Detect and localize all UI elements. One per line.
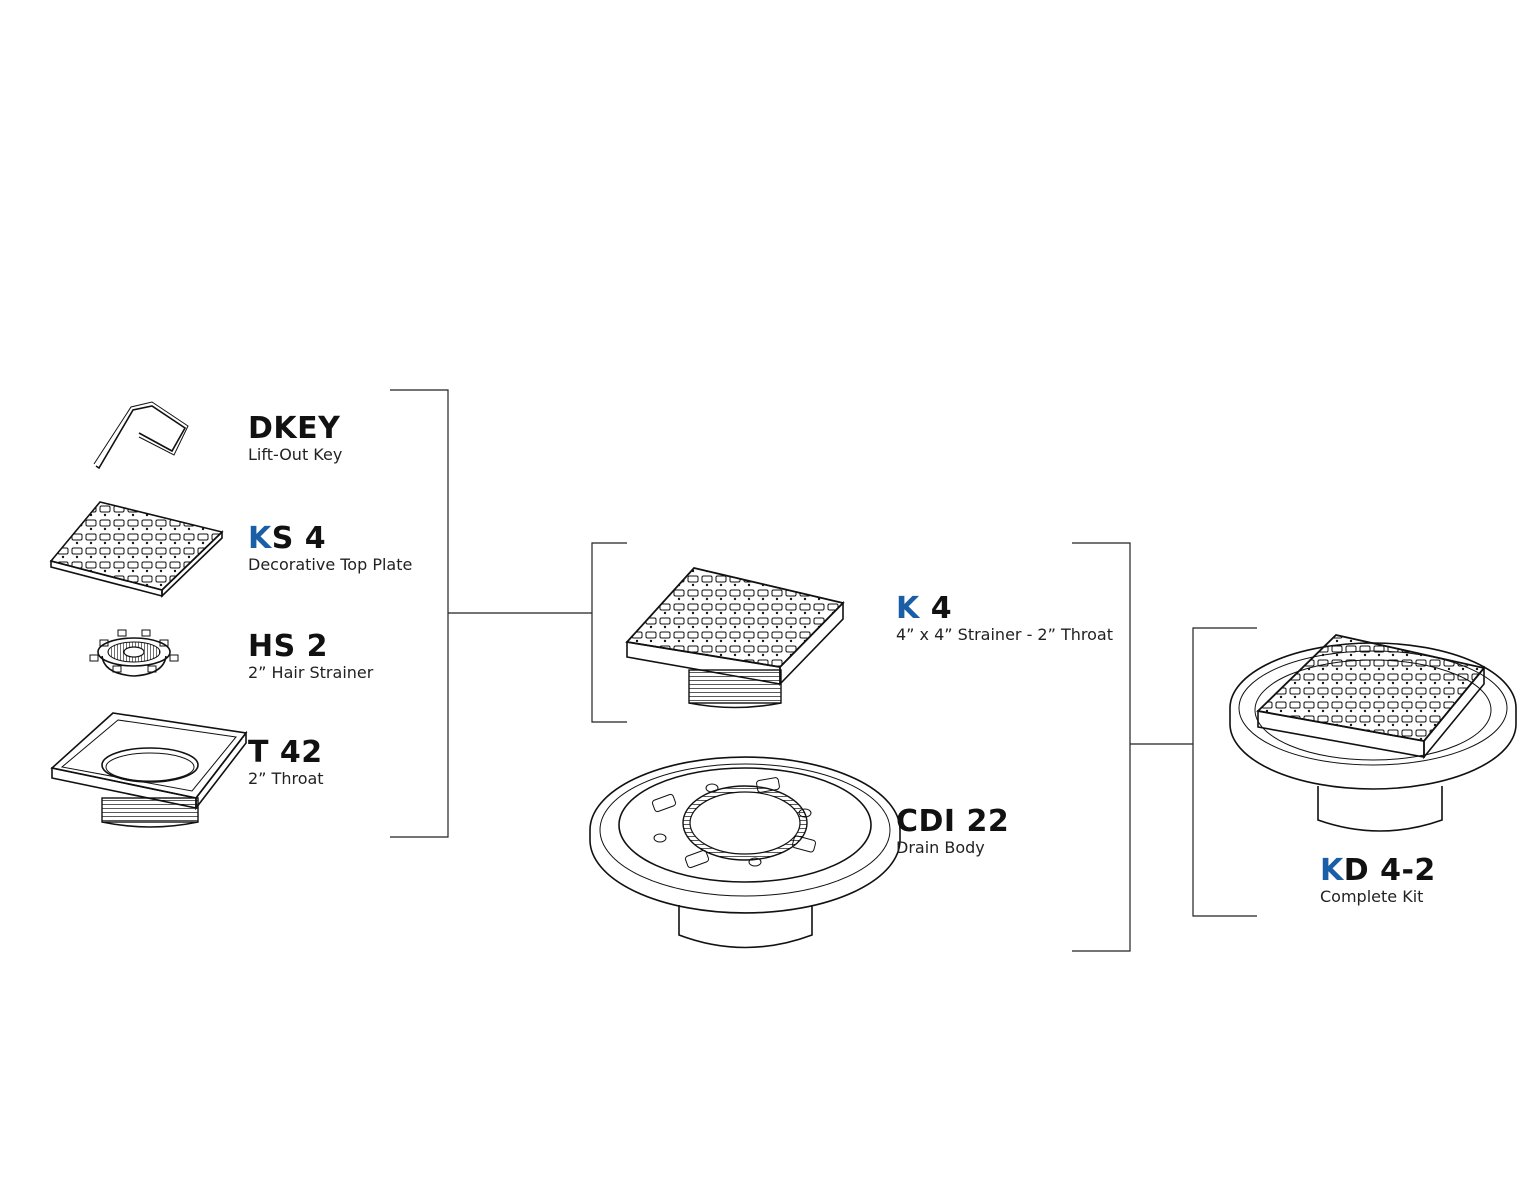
hair-strainer-icon [89, 629, 179, 677]
lift-key-icon [93, 401, 189, 470]
t42-code: T 42 [248, 735, 323, 770]
dkey-label: DKEY Lift-Out Key [248, 414, 342, 463]
bracket-k4 [591, 542, 627, 723]
k4-desc: 4” x 4” Strainer - 2” Throat [896, 625, 1113, 644]
dkey-desc: Lift-Out Key [248, 445, 343, 464]
dkey-code: DKEY [248, 411, 341, 446]
k4-code-accent: K [896, 591, 920, 626]
bracket-kit [1192, 627, 1257, 917]
kd42-code-rest: D 4-2 [1343, 853, 1436, 888]
ks4-desc: Decorative Top Plate [248, 555, 413, 574]
cdi22-code: CDI 22 [896, 804, 1010, 839]
kd42-code: KD 4-2 [1320, 856, 1436, 886]
hs2-desc: 2” Hair Strainer [248, 663, 374, 682]
ks4-code-accent: K [248, 521, 272, 556]
top-plate-icon [49, 501, 224, 598]
hs2-label: HS 2 2” Hair Strainer [248, 632, 373, 681]
kd42-desc: Complete Kit [1320, 887, 1424, 906]
ks4-label: KS 4 Decorative Top Plate [248, 524, 412, 573]
ks4-code-rest: S 4 [271, 521, 327, 556]
cdi22-desc: Drain Body [896, 838, 985, 857]
t42-desc: 2” Throat [248, 769, 324, 788]
strainer-assembly-icon [625, 567, 845, 709]
cdi22-label: CDI 22 Drain Body [896, 807, 1009, 856]
drain-body-icon [589, 756, 901, 949]
hs2-code: HS 2 [248, 629, 329, 664]
kd42-code-accent: K [1320, 853, 1344, 888]
bracket-parts [390, 389, 592, 838]
throat-icon [50, 712, 248, 828]
k4-label: K 4 4” x 4” Strainer - 2” Throat [896, 594, 1113, 643]
k4-code-rest: 4 [919, 591, 953, 626]
k4-code: K 4 [896, 594, 1113, 624]
t42-label: T 42 2” Throat [248, 738, 324, 787]
bracket-assemblies [1072, 542, 1193, 952]
complete-kit-icon [1229, 634, 1517, 832]
kd42-label: KD 4-2 Complete Kit [1320, 856, 1436, 905]
ks4-code: KS 4 [248, 524, 412, 554]
